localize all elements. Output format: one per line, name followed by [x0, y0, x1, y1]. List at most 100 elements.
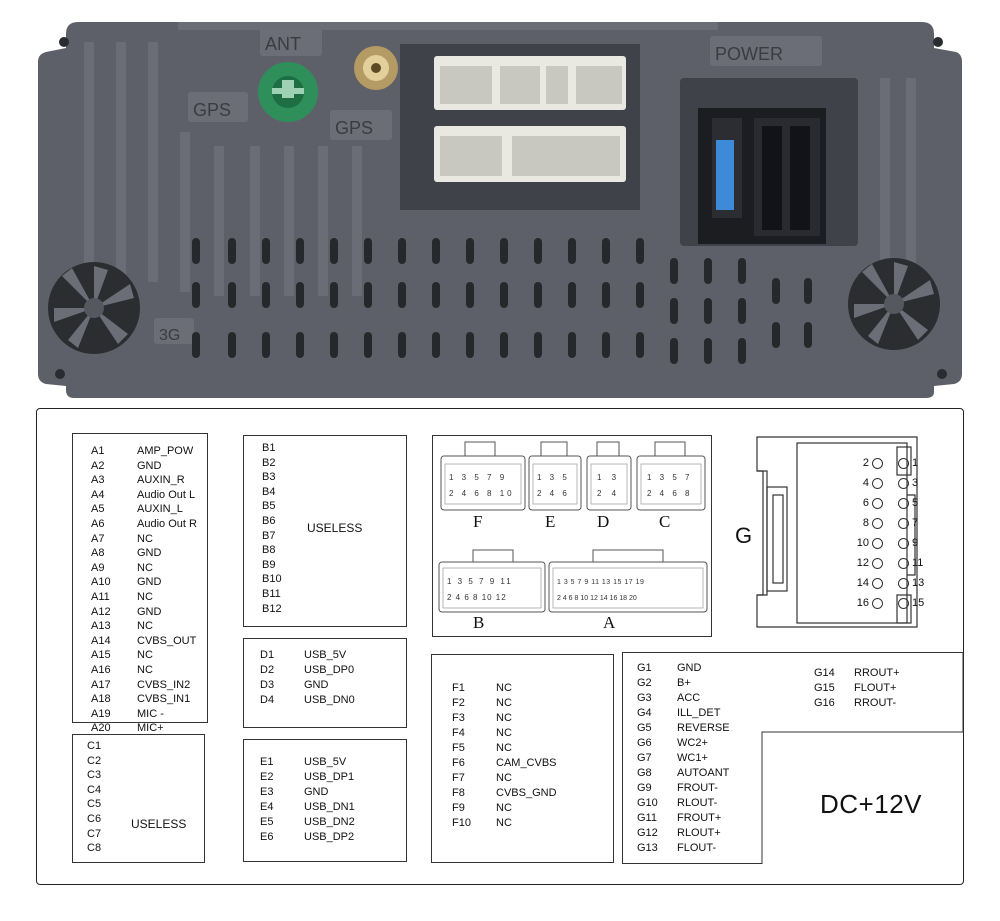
pin-row: C7 [87, 827, 102, 840]
power-pin-number: 3 [912, 477, 919, 489]
pin-id: G12 [637, 827, 658, 839]
power-pin: 1 [895, 457, 928, 469]
pin-id: A16 [91, 663, 111, 676]
pin-name: NC [496, 727, 512, 739]
pin-name: NC [137, 561, 153, 574]
pin-row: C1 [87, 740, 102, 752]
pin-id: D3 [260, 679, 275, 691]
pin-circle-icon [898, 577, 909, 589]
pin-id: A4 [91, 488, 105, 501]
pin-name: USB_DN1 [304, 801, 355, 813]
pin-circle-icon [898, 537, 909, 549]
pin-id: A18 [91, 693, 111, 706]
pin-circle-icon [898, 497, 909, 509]
pin-name: GND [137, 459, 162, 472]
power-pin: 15 [895, 597, 928, 609]
pin-id: A7 [91, 532, 105, 545]
pin-id: A10 [91, 576, 111, 589]
pin-row: A7 NC [91, 532, 197, 547]
pin-circle-icon [872, 457, 883, 469]
pin-row: C2 [87, 754, 102, 767]
pin-row: A3 AUXIN_R [91, 473, 197, 488]
power-pin-number: 15 [912, 597, 925, 609]
pin-name: AUXIN_L [137, 503, 183, 516]
pin-id: A15 [91, 649, 111, 662]
pin-id: A3 [91, 474, 105, 487]
pin-name: NC [496, 712, 512, 724]
connector-b-letter: B [473, 613, 485, 632]
power-pin: 5 [895, 497, 928, 509]
power-pin-number: 1 [912, 457, 919, 469]
pin-name: GND [304, 786, 329, 798]
power-connector-letter: G [735, 523, 753, 548]
pin-id: A11 [91, 590, 110, 603]
connector-e-top-numbers: 1 3 5 [537, 473, 570, 482]
pin-circle-icon [872, 577, 883, 589]
pin-name: MIC+ [137, 722, 164, 735]
pin-circle-icon [898, 557, 909, 569]
pin-id: A17 [91, 678, 111, 691]
pin-id: G8 [637, 767, 652, 779]
pin-id: G4 [637, 707, 652, 719]
pin-circle-icon [872, 477, 883, 489]
pin-name: FLOUT+ [854, 682, 897, 694]
power-pin: 4 [853, 477, 886, 489]
pin-id: E2 [260, 771, 274, 783]
pin-name: NC [137, 649, 153, 662]
pin-row: B10 [262, 573, 282, 586]
pin-id: A9 [91, 561, 105, 574]
pin-name: AUXIN_R [137, 474, 185, 487]
connector-e-bottom-numbers: 2 4 6 [537, 489, 570, 498]
pin-id: F2 [452, 697, 465, 709]
pin-row: A2 GND [91, 459, 197, 474]
connector-c-bottom-numbers: 2 4 6 8 [647, 489, 692, 498]
pin-id: G15 [814, 682, 835, 694]
pin-row: B1 [262, 442, 276, 454]
pin-name: USB_5V [304, 649, 347, 661]
pin-id: G10 [637, 797, 658, 809]
pin-name: FLOUT- [677, 842, 717, 854]
pin-row: A10 GND [91, 575, 197, 590]
pin-name: CVBS_GND [496, 787, 557, 799]
power-pin: 7 [895, 517, 928, 529]
pin-circle-icon [872, 597, 883, 609]
pin-circle-icon [872, 517, 883, 529]
head-unit-rear-photo: ANT POWER GPS GPS 3G [38, 22, 962, 398]
pin-id: G13 [637, 842, 658, 854]
pin-id: A2 [91, 459, 105, 472]
pin-row: A9 NC [91, 561, 197, 576]
pin-row: B7 [262, 529, 276, 542]
pin-circle-icon [872, 557, 883, 569]
pin-row: B2 [262, 456, 276, 469]
pin-name: NC [137, 532, 153, 545]
pin-name: GND [137, 576, 162, 589]
pin-id: F8 [452, 787, 465, 799]
pin-id: A12 [91, 605, 111, 618]
pin-name: ILL_DET [677, 707, 721, 719]
